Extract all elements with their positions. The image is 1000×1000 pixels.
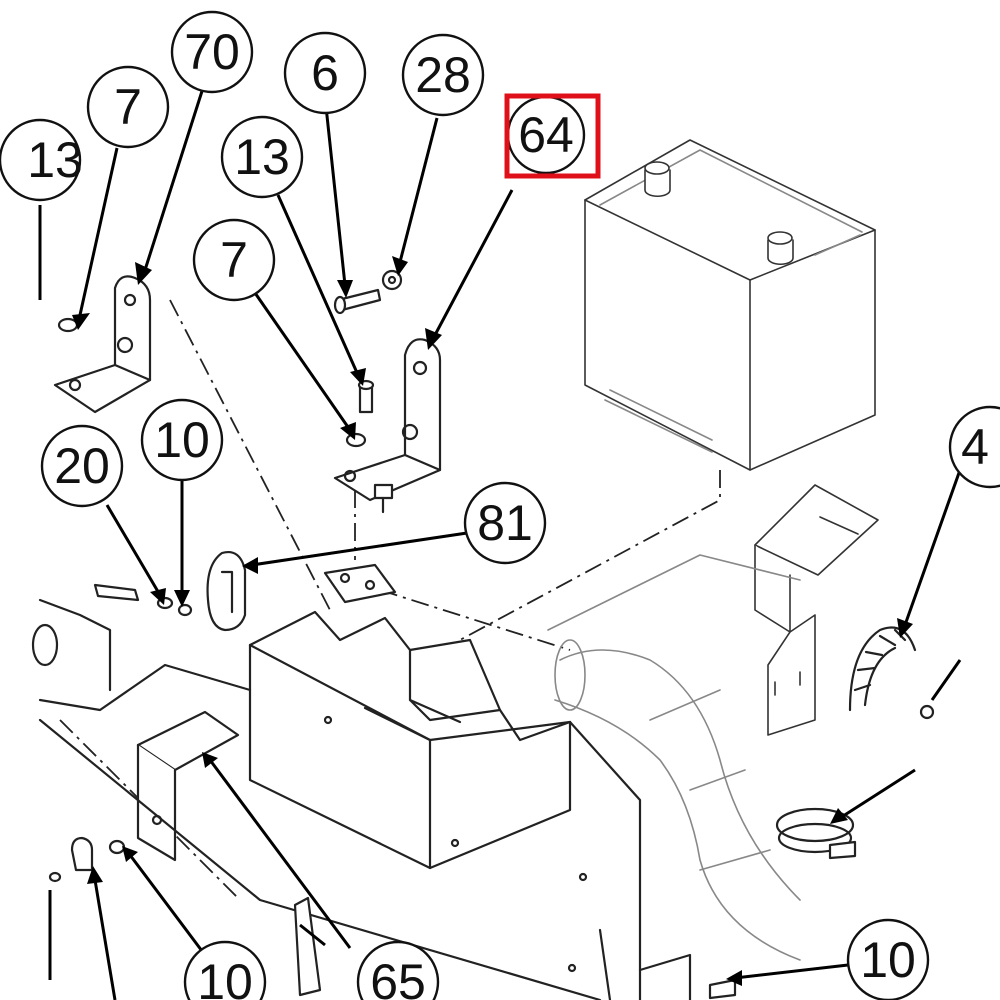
- callout-20: 20: [40, 424, 124, 508]
- intake-duct: [547, 554, 801, 961]
- frame-plate: [31, 583, 692, 1000]
- bottom-hardware: [48, 836, 737, 1000]
- callout-13-middle: 13: [220, 115, 304, 199]
- callout-6: 6: [283, 31, 367, 115]
- bracket-70: [53, 275, 152, 414]
- svg-text:13: 13: [234, 129, 290, 185]
- callout-10-bottom-left: 10: [183, 940, 267, 1000]
- tray-support-bracket: [136, 710, 240, 862]
- callout-10-upper: 10: [140, 398, 224, 482]
- hardware: [57, 269, 403, 617]
- svg-text:20: 20: [54, 438, 110, 494]
- svg-text:28: 28: [415, 47, 471, 103]
- svg-text:6: 6: [311, 45, 339, 101]
- svg-text:81: 81: [477, 495, 533, 551]
- callout-28: 28: [401, 33, 485, 117]
- callout-7-middle: 7: [192, 218, 276, 302]
- callout-65: 65: [356, 940, 440, 1000]
- callout-10-bottom-right: 10: [846, 918, 930, 1000]
- callout-64: 64: [506, 95, 586, 175]
- svg-text:70: 70: [184, 24, 240, 80]
- callout-70: 70: [170, 10, 254, 94]
- callout-81: 81: [463, 481, 547, 565]
- battery: [584, 139, 876, 471]
- svg-text:10: 10: [154, 412, 210, 468]
- svg-text:65: 65: [370, 954, 426, 1000]
- bracket-64: [333, 338, 442, 502]
- callout-4-edge: 4: [948, 405, 1000, 489]
- callout-13-left: 13: [0, 118, 83, 202]
- clip-81: [206, 551, 397, 632]
- leader-lines: [38, 87, 962, 1000]
- callout-7-top: 7: [86, 65, 170, 149]
- hold-down-bracket: [754, 484, 879, 736]
- svg-text:7: 7: [114, 79, 142, 135]
- chain: [848, 626, 935, 720]
- battery-tray-65: [248, 610, 572, 870]
- svg-text:13: 13: [27, 132, 83, 188]
- svg-text:10: 10: [197, 954, 253, 1000]
- svg-text:64: 64: [518, 107, 574, 163]
- callout-64-highlight-box: [504, 93, 601, 179]
- svg-text:7: 7: [220, 232, 248, 288]
- svg-text:10: 10: [860, 932, 916, 988]
- svg-text:4: 4: [961, 419, 989, 475]
